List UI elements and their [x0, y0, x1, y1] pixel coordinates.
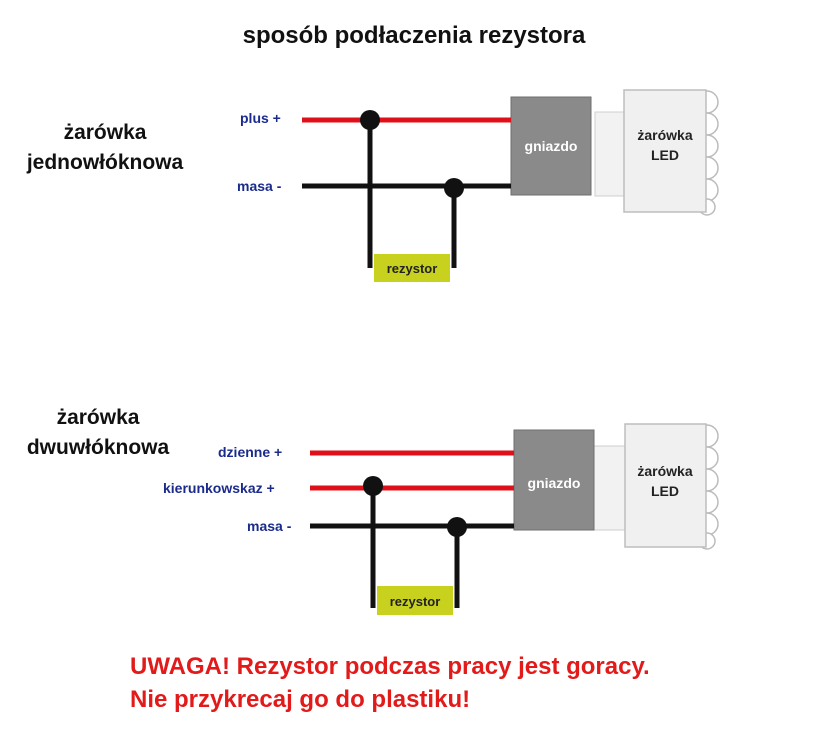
diagram1-socket — [510, 96, 592, 196]
diagram2-wire-kierunkowskaz-label: kierunkowskaz + — [163, 480, 275, 496]
diagram1-wire-masa-label: masa - — [237, 178, 282, 194]
diagram1-wire-plus-label: plus + — [240, 110, 281, 126]
diagram2-socket-label: gniazdo — [528, 475, 581, 491]
diagram1-resistor — [374, 254, 450, 282]
diagram2-label-line1: żarówka — [56, 406, 140, 429]
diagram2-wire-masa-label: masa - — [247, 518, 292, 534]
diagram1: żarówka LED gniazdo rezystor — [302, 89, 719, 282]
diagram2-bulb-label-line2: LED — [651, 483, 679, 499]
diagram2-bulb-body — [624, 423, 707, 548]
diagram2-socket — [513, 429, 595, 531]
page-title: sposób podłaczenia rezystora — [242, 22, 586, 49]
diagram2: żarówka LED gniazdo rezystor — [310, 423, 719, 615]
diagram2-label-line2: dwuwłóknowa — [26, 436, 170, 459]
diagram1-label-line1: żarówka — [63, 121, 147, 144]
diagram2-bulb-base — [593, 445, 627, 531]
diagram2-junction-masa — [447, 517, 467, 537]
warning-line1: UWAGA! Rezystor podczas pracy jest gorac… — [130, 653, 650, 680]
diagram2-wire-dzienne-label: dzienne + — [218, 444, 283, 460]
diagram2-label: żarówka dwuwłóknowa — [8, 403, 188, 463]
diagram1-bulb-base — [594, 111, 628, 197]
diagram1-bulb-body — [623, 89, 707, 213]
diagram1-resistor-label: rezystor — [387, 261, 438, 276]
diagram1-bulb-label-line1: żarówka — [637, 127, 692, 143]
diagram1-socket-label: gniazdo — [525, 138, 578, 154]
diagram1-junction-plus — [360, 110, 380, 130]
diagram1-label-line2: jednowłóknowa — [26, 151, 184, 174]
warning-line2: Nie przykrecaj go do plastiku! — [130, 686, 471, 713]
diagram2-resistor — [377, 586, 453, 615]
diagram1-junction-masa — [444, 178, 464, 198]
diagram2-bulb-label-line1: żarówka — [637, 463, 692, 479]
diagram1-bulb-label-line2: LED — [651, 147, 679, 163]
diagram2-resistor-label: rezystor — [390, 594, 441, 609]
diagram1-label: żarówka jednowłóknowa — [10, 118, 200, 178]
diagram2-junction-kierunkowskaz — [363, 476, 383, 496]
